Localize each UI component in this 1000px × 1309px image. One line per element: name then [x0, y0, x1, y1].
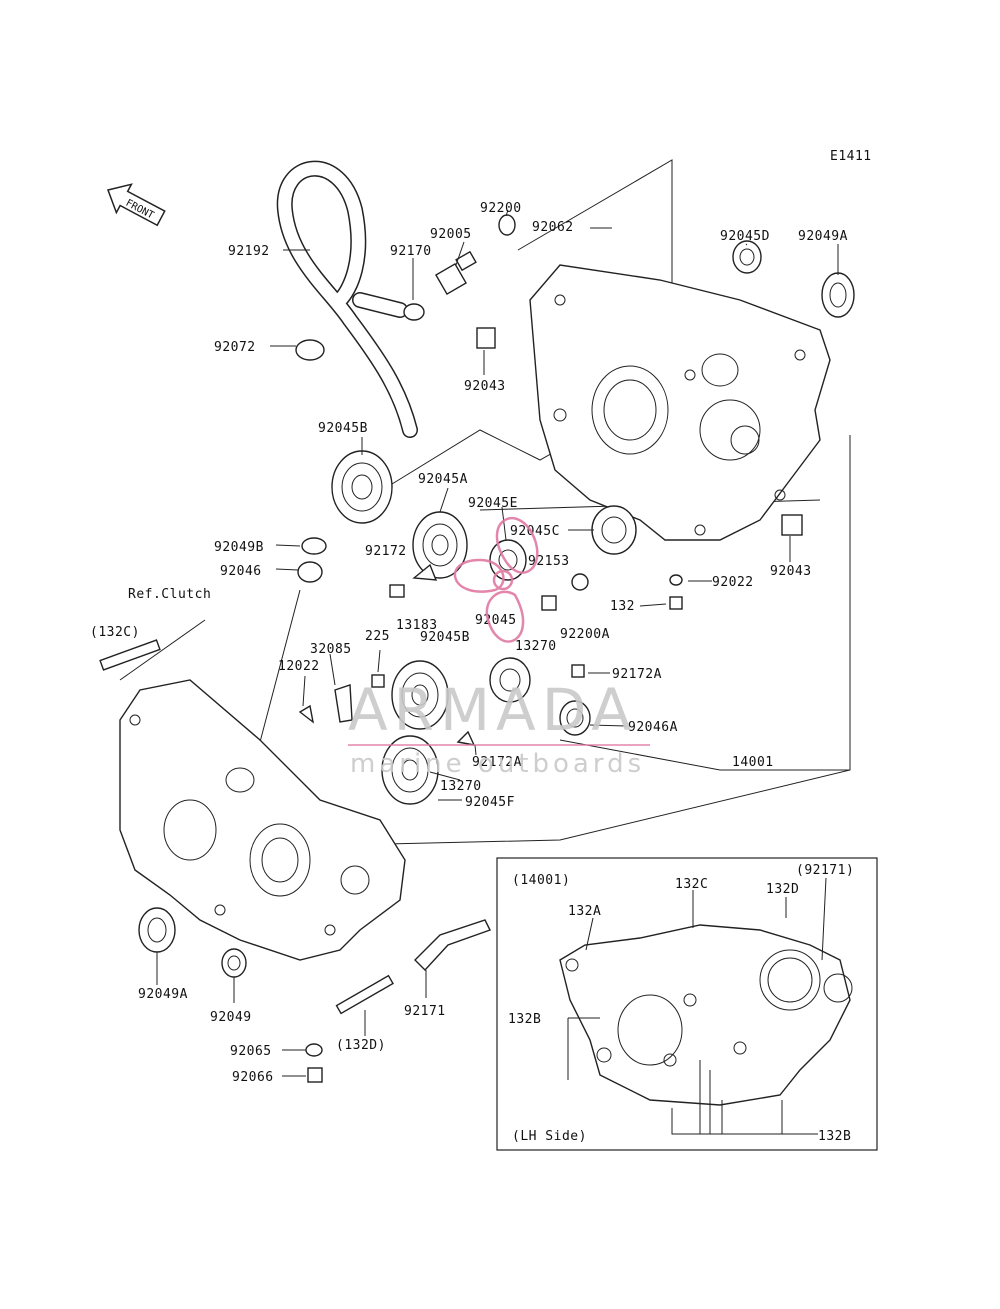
callout-92022: 92022: [712, 575, 754, 590]
callout-92045D: 92045D: [720, 229, 770, 244]
bolt-132C: [99, 639, 161, 671]
callout-92072: 92072: [214, 340, 256, 355]
oil-seal-92049A-bottom: [138, 907, 176, 953]
callout-225: 225: [365, 629, 390, 644]
callout-92153: 92153: [528, 554, 570, 569]
bearing-92045D: [732, 240, 762, 274]
callout-92200: 92200: [480, 201, 522, 216]
callout-13183: 13183: [396, 618, 438, 633]
bolt-92153: [541, 595, 557, 611]
bolt-132D: [335, 974, 394, 1015]
seal-92046: [297, 561, 323, 583]
callout-92066: 92066: [232, 1070, 274, 1085]
inset-callout-132A: 132A: [568, 904, 601, 919]
bearing-92045B-top: [331, 450, 393, 524]
callout-92045F: 92045F: [465, 795, 515, 810]
seal-92049B: [301, 537, 327, 555]
callout-92065: 92065: [230, 1044, 272, 1059]
watermark-brand: ARMADA: [348, 676, 637, 744]
right-crankcase-half: [529, 264, 831, 541]
washer-92200A: [571, 573, 589, 591]
inset-callout-92171: (92171): [796, 863, 854, 878]
callout-132C-paren: (132C): [90, 625, 140, 640]
leader-lines: [156, 209, 839, 1077]
callout-92045C: 92045C: [510, 524, 560, 539]
plate-13270-a: [456, 730, 476, 746]
inset-side-label: (LH Side): [512, 1129, 587, 1144]
callout-92046A: 92046A: [628, 720, 678, 735]
bearing-92045B-mid: [391, 660, 449, 730]
callout-92045E: 92045E: [468, 496, 518, 511]
callout-92170: 92170: [390, 244, 432, 259]
callout-92043-a: 92043: [464, 379, 506, 394]
left-crankcase-half: [119, 679, 406, 961]
bearing-92045F: [381, 735, 439, 805]
inset-lh-side: (14001) (LH Side) 132A 132C 132D (92171): [496, 857, 878, 1151]
callout-92046: 92046: [220, 564, 262, 579]
oil-seal-92049: [221, 948, 247, 978]
callout-92045A: 92045A: [418, 472, 468, 487]
callout-92049A-top: 92049A: [798, 229, 848, 244]
callout-92043-b: 92043: [770, 564, 812, 579]
bearing-92045A: [412, 511, 468, 579]
inset-title: (14001): [512, 873, 570, 888]
oil-seal-92049A-top: [821, 272, 855, 318]
bearing-92045C: [591, 505, 637, 555]
callout-14001: 14001: [732, 755, 774, 770]
callout-labels: 92200 92005 92170 92062 92045D 92049A 92…: [90, 201, 848, 1085]
callout-13270-b: 13270: [440, 779, 482, 794]
bracket-92171: [414, 919, 491, 972]
screw-92172: [389, 584, 405, 598]
callout-32085: 32085: [310, 642, 352, 657]
o-ring-92200: [498, 214, 516, 236]
callout-92045B-mid: 92045B: [420, 630, 470, 645]
callout-12022: 12022: [278, 659, 320, 674]
callout-92062: 92062: [532, 220, 574, 235]
inset-callout-132B-bottom: 132B: [818, 1129, 851, 1144]
ref-clutch-label: Ref.Clutch: [128, 587, 211, 602]
screw-92172A-a: [571, 664, 585, 678]
washer-92065: [305, 1043, 323, 1057]
callout-92172A-a: 92172A: [612, 667, 662, 682]
callout-92049A-bottom: 92049A: [138, 987, 188, 1002]
plate-13183: [412, 563, 438, 581]
callout-92049: 92049: [210, 1010, 252, 1025]
callout-13270-a: 13270: [515, 639, 557, 654]
callout-92172: 92172: [365, 544, 407, 559]
inset-callout-132B-left: 132B: [508, 1012, 541, 1027]
callout-92049B: 92049B: [214, 540, 264, 555]
dowel-pin-92043-b: [781, 514, 803, 536]
watermark-tagline: marine outboards: [350, 749, 645, 779]
diagram-code: E1411: [830, 149, 872, 164]
hose-clamp-92072: [295, 339, 325, 361]
breather-hose: [276, 160, 418, 438]
washer-92022: [669, 574, 683, 586]
bearing-92045: [489, 657, 531, 703]
callout-92171: 92171: [404, 1004, 446, 1019]
seal-92046A: [559, 700, 591, 736]
callout-92172A-b: 92172A: [472, 755, 522, 770]
propeller-logo-icon: [453, 517, 539, 643]
front-arrow-icon: FRONT: [107, 183, 166, 227]
inset-callout-132C: 132C: [675, 877, 708, 892]
plug-92066: [307, 1067, 323, 1083]
hose-clamp-92170: [403, 303, 425, 321]
armada-watermark: ARMADA marine outboards: [348, 517, 650, 779]
callout-92200A: 92200A: [560, 627, 610, 642]
clip-12022: [298, 704, 315, 724]
dowel-pin-92043-a: [476, 327, 496, 349]
callout-92005: 92005: [430, 227, 472, 242]
bolt-225: [371, 674, 385, 688]
bracket-32085: [334, 684, 353, 723]
callout-92045B-top: 92045B: [318, 421, 368, 436]
fitting-92005: [435, 250, 477, 295]
bolt-132: [669, 596, 683, 610]
callout-132D-paren: (132D): [336, 1038, 386, 1053]
callout-132: 132: [610, 599, 635, 614]
callout-92045: 92045: [475, 613, 517, 628]
callout-92192: 92192: [228, 244, 270, 259]
inset-callout-132D: 132D: [766, 882, 799, 897]
